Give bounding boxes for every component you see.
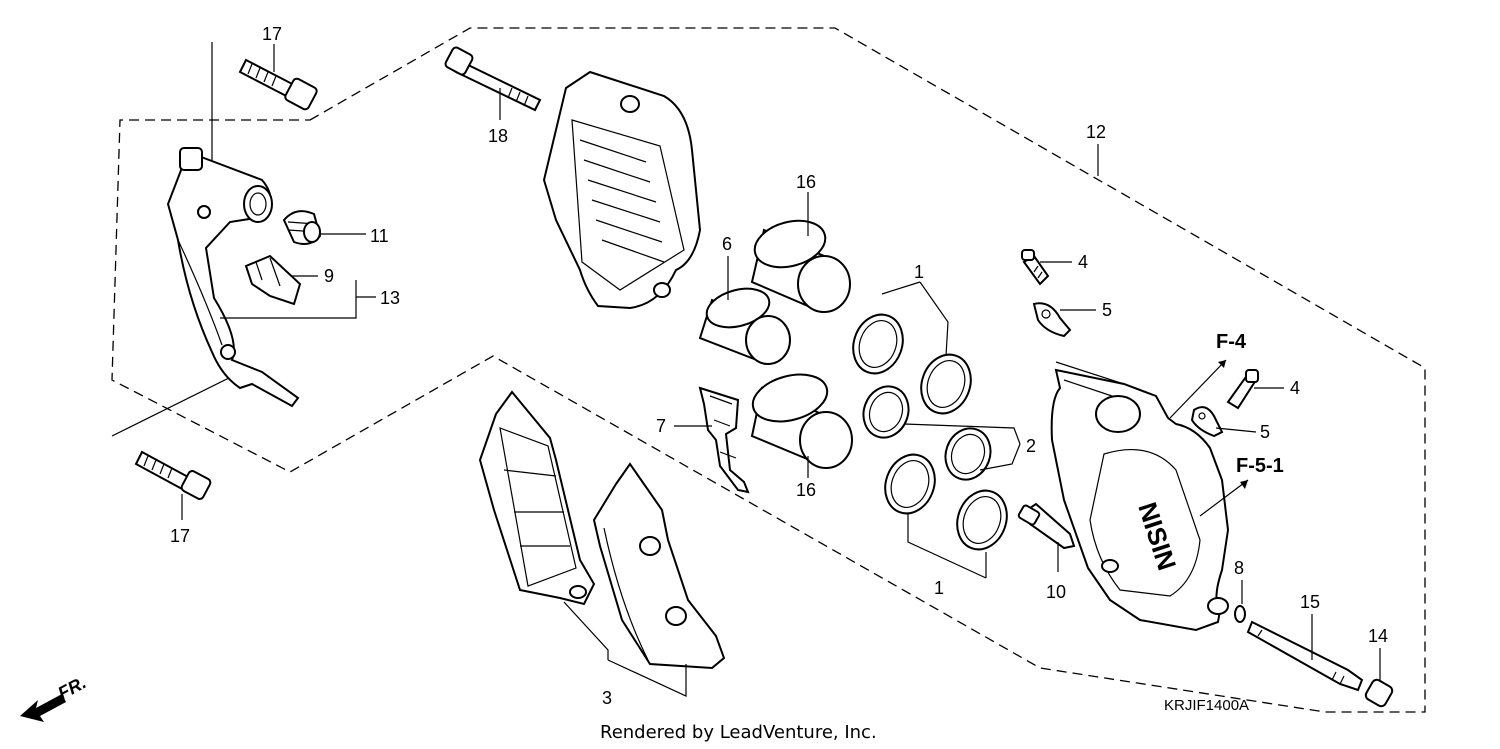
brake-pad-3-front — [478, 390, 596, 606]
render-credit: Rendered by LeadVenture, Inc. — [600, 722, 877, 743]
leader-lines — [181, 44, 1381, 697]
banjo-bolt-10 — [1017, 502, 1076, 550]
callout-5-lower: 5 — [1260, 422, 1270, 442]
pad-spring-7 — [698, 386, 750, 494]
callout-2: 2 — [1026, 436, 1036, 456]
caliper-assembly-boundary — [111, 27, 1426, 713]
callout-15: 15 — [1300, 592, 1320, 612]
retainer-9 — [244, 254, 302, 306]
caliper-cover-plate — [542, 70, 702, 310]
callout-16-lower: 16 — [796, 480, 816, 500]
pin-cap-14 — [1364, 678, 1394, 708]
callout-4-lower: 4 — [1290, 378, 1300, 398]
bleeder-4-lower — [1226, 369, 1259, 410]
bolt-17-top — [238, 58, 318, 111]
seal-1-d — [956, 489, 1008, 551]
callout-17-bottom: 17 — [170, 526, 190, 546]
callout-13: 13 — [380, 288, 400, 308]
piston-6 — [698, 287, 791, 365]
caliper-bracket-13 — [166, 147, 300, 408]
bolt-17-bottom — [134, 450, 212, 500]
brake-pad-3-rear — [592, 462, 726, 670]
front-arrow-icon — [20, 694, 66, 722]
washer-8 — [1234, 605, 1246, 623]
reference-f5-1: F-5-1 — [1236, 455, 1284, 477]
callout-9: 9 — [324, 266, 334, 286]
callout-4-upper: 4 — [1078, 252, 1088, 272]
piston-16-lower — [750, 373, 853, 469]
callout-18: 18 — [488, 126, 508, 146]
seal-2-a — [862, 385, 910, 439]
callout-17-top: 17 — [262, 24, 282, 44]
seal-1-a — [852, 313, 904, 375]
callout-3: 3 — [602, 688, 612, 708]
bleeder-cap-5-upper — [1032, 302, 1072, 338]
callout-11: 11 — [370, 226, 389, 246]
bleeder-4-upper — [1021, 249, 1050, 286]
seal-1-c — [884, 453, 936, 515]
callout-16-upper: 16 — [796, 172, 816, 192]
seal-1-b — [920, 353, 972, 415]
callout-7: 7 — [656, 416, 666, 436]
callout-1-upper: 1 — [914, 262, 924, 282]
front-direction-indicator: FR. — [20, 672, 89, 722]
callout-12: 12 — [1086, 122, 1106, 142]
callout-6: 6 — [722, 234, 732, 254]
pin-bolt-18 — [444, 46, 542, 112]
callout-5-upper: 5 — [1102, 300, 1112, 320]
seal-2-b — [944, 427, 992, 481]
reference-f4: F-4 — [1216, 331, 1247, 353]
callout-10: 10 — [1046, 582, 1066, 602]
piston-seals — [852, 313, 1008, 551]
slide-pin-15 — [1246, 620, 1364, 692]
callout-8: 8 — [1234, 558, 1244, 578]
callout-14: 14 — [1368, 626, 1388, 646]
callout-1-lower: 1 — [934, 578, 944, 598]
bleeder-cap-5-lower — [1190, 406, 1224, 438]
caliper-body: NISIN — [1050, 361, 1230, 632]
diagram-code: KRJIF1400A — [1164, 697, 1249, 714]
boot-11 — [282, 210, 322, 245]
callout-labels: 17 17 18 16 16 6 11 9 13 7 3 1 1 2 4 4 5… — [170, 24, 1388, 714]
